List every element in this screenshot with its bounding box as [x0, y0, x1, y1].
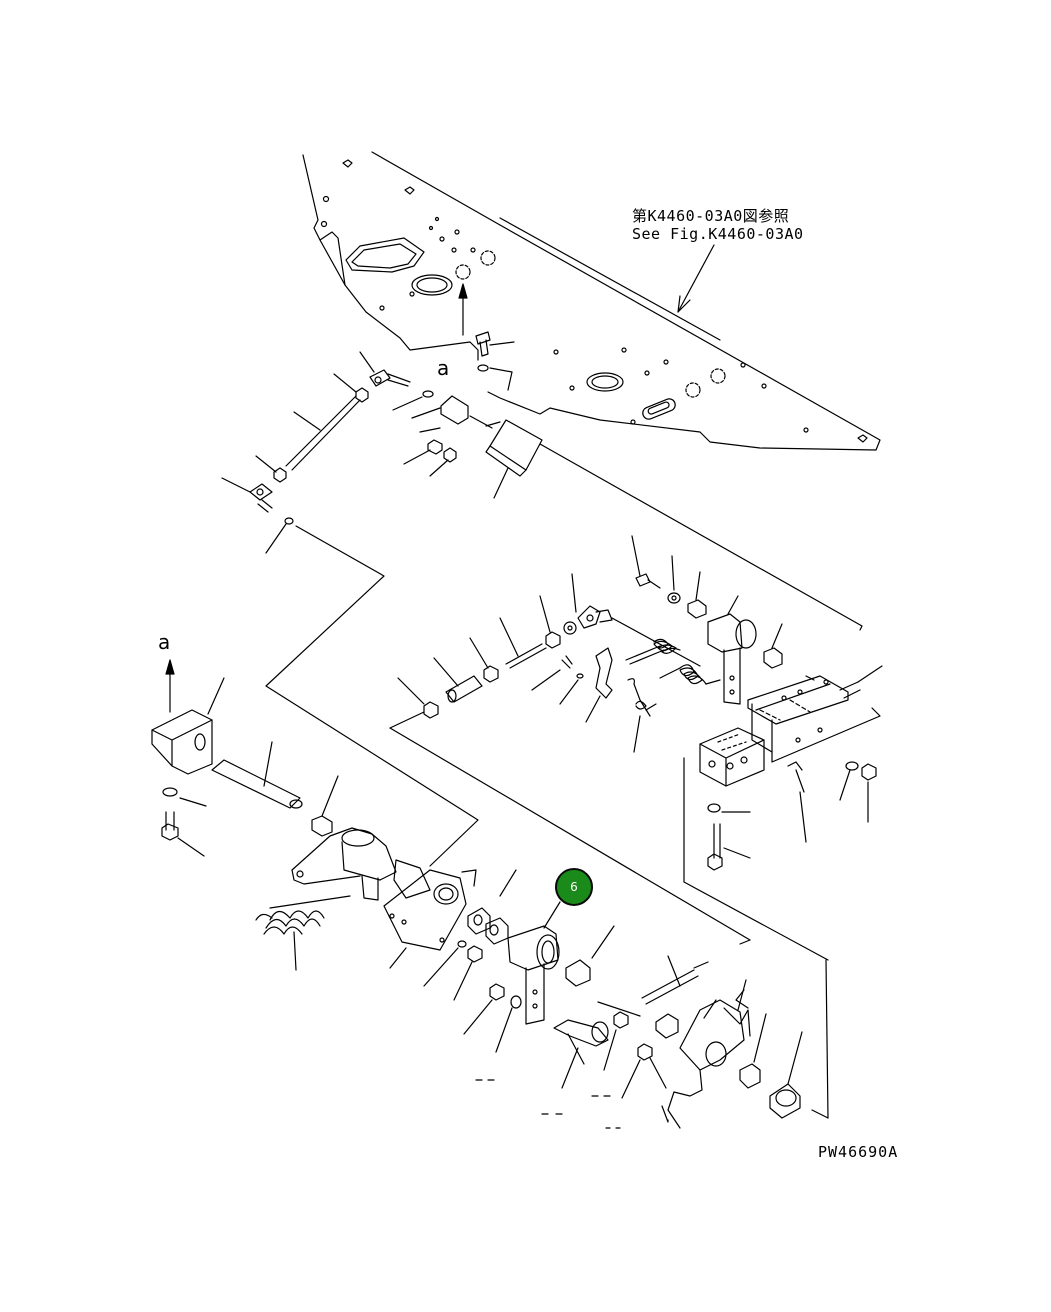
right-bracket [700, 666, 882, 870]
pedal-assembly [256, 828, 802, 1128]
leader-lines [266, 526, 828, 1118]
part-callout-6[interactable]: 6 [555, 868, 593, 906]
floor-plate [303, 152, 880, 450]
left-bracket [152, 660, 338, 856]
reference-note-en: See Fig.K4460-03A0 [632, 225, 804, 243]
view-arrow-top [459, 284, 467, 335]
reference-note-jp: 第K4460-03A0図参照 [632, 207, 790, 225]
view-marker-top: a [437, 356, 450, 380]
figure-code: PW46690A [818, 1143, 899, 1161]
view-marker-left: a [158, 630, 171, 654]
upper-linkage [222, 332, 862, 630]
right-linkage [398, 536, 782, 752]
part-callout-number: 6 [570, 880, 578, 894]
